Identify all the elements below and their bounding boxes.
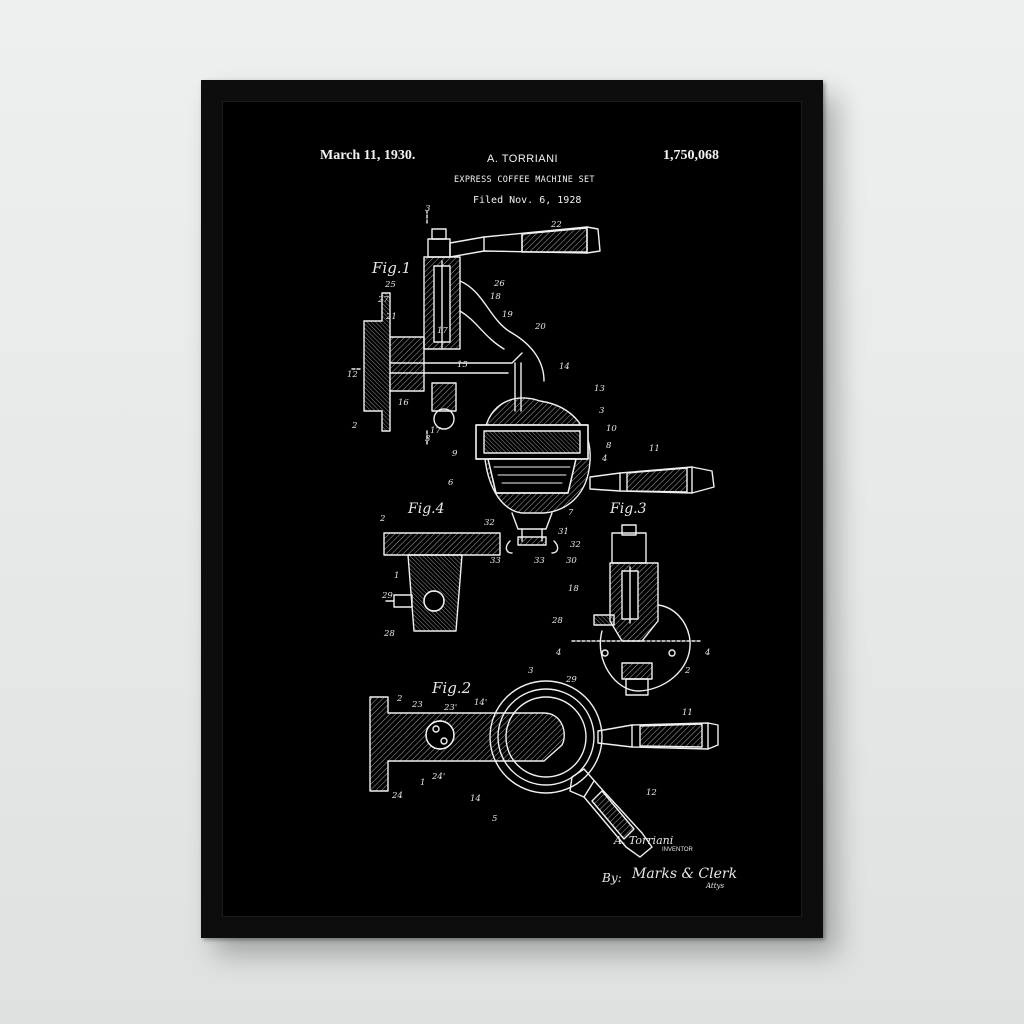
svg-text:14: 14 bbox=[559, 362, 570, 372]
svg-text:21: 21 bbox=[385, 312, 397, 322]
svg-text:6: 6 bbox=[448, 478, 454, 488]
svg-text:13: 13 bbox=[594, 384, 605, 394]
svg-text:4: 4 bbox=[704, 648, 710, 658]
inventor-signature: A. Torriani bbox=[614, 834, 674, 847]
patent-number: 1,750,068 bbox=[663, 148, 719, 163]
fig2-reference-numerals: 2 23 23' 14' 3 11 12 24' 1 24 14 5 bbox=[391, 666, 693, 824]
svg-text:11: 11 bbox=[682, 708, 693, 718]
svg-text:18: 18 bbox=[490, 292, 501, 302]
svg-text:28: 28 bbox=[551, 616, 563, 626]
svg-text:17: 17 bbox=[437, 326, 448, 336]
svg-text:27: 27 bbox=[377, 295, 389, 305]
svg-text:17: 17 bbox=[430, 426, 441, 436]
attorney-label: Attys bbox=[706, 882, 725, 890]
attorney-signature: Marks & Clerk bbox=[632, 866, 738, 882]
svg-text:14': 14' bbox=[474, 698, 487, 708]
svg-text:9: 9 bbox=[452, 449, 458, 459]
svg-text:10: 10 bbox=[606, 424, 617, 434]
svg-text:14: 14 bbox=[470, 794, 481, 804]
svg-text:1: 1 bbox=[394, 571, 399, 581]
svg-text:24: 24 bbox=[391, 791, 403, 801]
fig2-label: Fig.2 bbox=[431, 679, 471, 697]
fig1-label: Fig.1 bbox=[371, 259, 411, 277]
svg-text:3: 3 bbox=[425, 434, 430, 444]
svg-text:16: 16 bbox=[398, 398, 409, 408]
figure-3-drawing bbox=[571, 524, 703, 696]
figure-2-drawing bbox=[369, 680, 719, 858]
svg-text:2: 2 bbox=[396, 694, 402, 704]
svg-text:30: 30 bbox=[566, 556, 577, 566]
svg-text:20: 20 bbox=[534, 322, 546, 332]
fig4-label: Fig.4 bbox=[407, 501, 445, 517]
inventor-label: INVENTOR bbox=[662, 847, 693, 853]
svg-text:2: 2 bbox=[351, 421, 357, 431]
svg-text:18: 18 bbox=[568, 584, 579, 594]
svg-text:2: 2 bbox=[684, 666, 690, 676]
fig3-reference-numerals: 18 28 29 4 4 2 bbox=[551, 584, 710, 685]
signature-block: A. Torriani INVENTOR By: Marks & Clerk A… bbox=[602, 834, 778, 914]
svg-text:11: 11 bbox=[649, 444, 660, 454]
patent-title: EXPRESS COFFEE MACHINE SET bbox=[454, 175, 595, 185]
svg-text:22: 22 bbox=[550, 220, 562, 230]
svg-text:25: 25 bbox=[384, 280, 396, 290]
svg-text:12: 12 bbox=[347, 370, 358, 380]
svg-text:2: 2 bbox=[379, 514, 385, 524]
svg-text:3: 3 bbox=[599, 406, 604, 416]
patent-date: March 11, 1930. bbox=[320, 148, 416, 163]
svg-text:4: 4 bbox=[601, 454, 607, 464]
svg-text:23': 23' bbox=[443, 703, 457, 713]
svg-text:4: 4 bbox=[555, 648, 561, 658]
inventor-header: A. TORRIANI bbox=[487, 153, 559, 165]
svg-text:12: 12 bbox=[646, 788, 657, 798]
svg-text:1: 1 bbox=[420, 778, 425, 788]
svg-text:8: 8 bbox=[606, 441, 612, 451]
filed-date: Filed Nov. 6, 1928 bbox=[473, 195, 582, 206]
svg-text:33: 33 bbox=[490, 556, 501, 566]
svg-text:3: 3 bbox=[528, 666, 533, 676]
svg-text:19: 19 bbox=[502, 310, 513, 320]
svg-text:32: 32 bbox=[570, 540, 581, 550]
fig4-reference-numerals: 2 129 28 bbox=[379, 514, 399, 639]
svg-text:23: 23 bbox=[411, 700, 423, 710]
patent-print: March 11, 1930. A. TORRIANI 1,750,068 EX… bbox=[222, 101, 802, 917]
figure-4-drawing bbox=[383, 532, 501, 632]
by-label: By: bbox=[602, 871, 622, 885]
svg-text:24': 24' bbox=[431, 772, 445, 782]
svg-text:7: 7 bbox=[568, 508, 574, 518]
svg-text:29: 29 bbox=[565, 675, 577, 685]
svg-text:33: 33 bbox=[534, 556, 545, 566]
picture-frame: March 11, 1930. A. TORRIANI 1,750,068 EX… bbox=[201, 80, 823, 938]
svg-text:32: 32 bbox=[484, 518, 495, 528]
svg-text:3: 3 bbox=[425, 204, 430, 214]
svg-text:5: 5 bbox=[492, 814, 497, 824]
fig3-label: Fig.3 bbox=[609, 501, 647, 517]
svg-text:31: 31 bbox=[558, 527, 569, 537]
svg-text:15: 15 bbox=[457, 360, 468, 370]
figure-1-drawing bbox=[351, 210, 715, 554]
svg-text:29: 29 bbox=[381, 591, 393, 601]
svg-text:26: 26 bbox=[493, 279, 505, 289]
svg-text:28: 28 bbox=[383, 629, 395, 639]
